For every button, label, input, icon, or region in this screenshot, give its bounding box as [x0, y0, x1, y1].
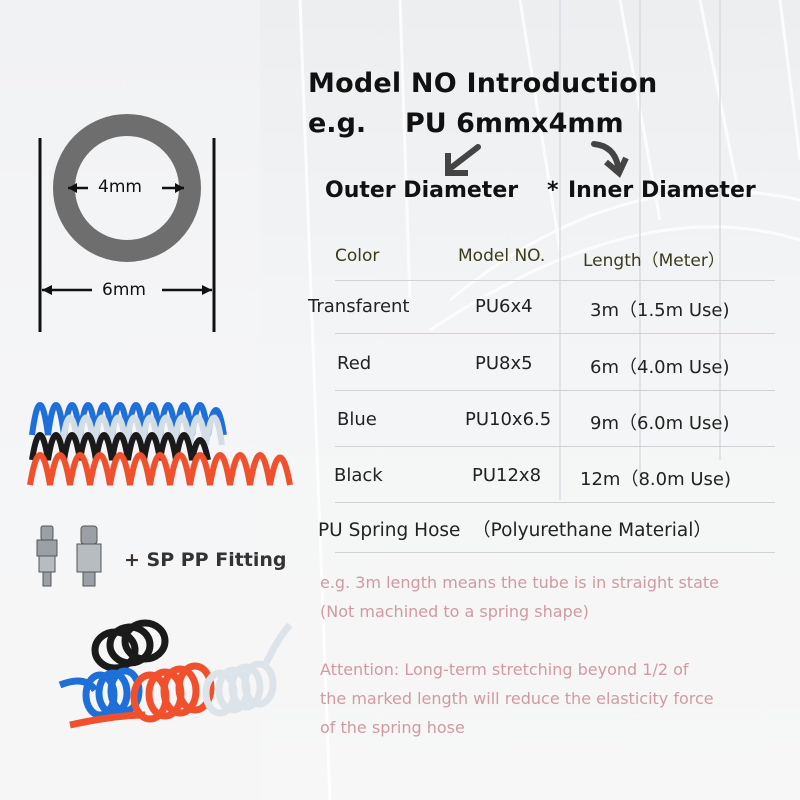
attention-line2: the marked length will reduce the elasti…	[320, 689, 714, 708]
cell-model: PU8x5	[475, 353, 533, 374]
tube-ring	[53, 114, 201, 262]
cell-color: Transfarent	[308, 296, 410, 317]
arrow-down-right-icon	[591, 141, 629, 178]
outer-diameter-heading: Outer Diameter	[325, 178, 519, 203]
example-model: PU 6mmx4mm	[405, 108, 624, 139]
outer-diameter-label: 6mm	[102, 280, 146, 300]
cell-color: Blue	[337, 409, 377, 430]
attention-line3: of the spring hose	[320, 718, 465, 737]
fitting-label: + SP PP Fitting	[124, 549, 287, 571]
row-divider	[335, 280, 775, 281]
row-divider	[335, 502, 775, 503]
cell-color: Red	[337, 353, 372, 374]
material-note: PU Spring Hose （Polyurethane Material）	[318, 520, 712, 541]
length-note-line2: (Not machined to a spring shape)	[320, 602, 589, 621]
cell-model: PU12x8	[472, 465, 542, 486]
inner-diameter-label: 4mm	[98, 177, 142, 197]
header-color: Color	[335, 246, 380, 266]
cell-length: 3m（1.5m Use)	[590, 300, 730, 321]
separator-star: *	[547, 178, 559, 203]
row-divider	[335, 446, 775, 447]
inner-diameter-heading: Inner Diameter	[568, 178, 756, 203]
arrow-down-left-icon	[445, 144, 481, 176]
row-divider	[335, 552, 775, 553]
spring-hoses-side-view	[27, 402, 293, 486]
page-title: Model NO Introduction	[308, 68, 658, 99]
row-divider	[335, 333, 775, 334]
attention-line1: Attention: Long-term stretching beyond 1…	[320, 660, 689, 679]
example-label: e.g.	[308, 108, 367, 139]
cell-model: PU6x4	[475, 296, 533, 317]
cell-color: Black	[334, 465, 383, 486]
length-note-line1: e.g. 3m length means the tube is in stra…	[320, 573, 719, 592]
header-length: Length（Meter）	[583, 251, 725, 271]
tube-cross-section-diagram	[38, 114, 216, 332]
header-model: Model NO.	[458, 246, 546, 266]
cell-length: 9m（6.0m Use)	[590, 413, 730, 434]
row-divider	[335, 390, 775, 391]
fitting-icon	[36, 525, 102, 587]
cell-length: 6m（4.0m Use)	[590, 357, 730, 378]
spring-hoses-perspective	[58, 619, 293, 729]
cell-length: 12m（8.0m Use)	[580, 469, 731, 490]
cell-model: PU10x6.5	[465, 409, 552, 430]
